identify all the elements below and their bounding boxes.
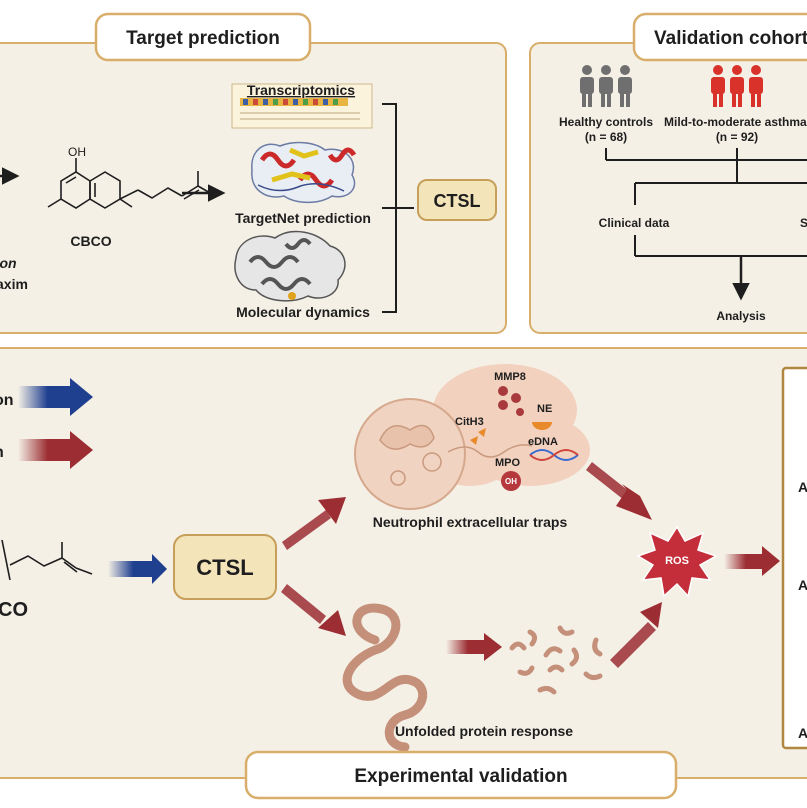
legend-item-1-partial: on <box>0 392 14 409</box>
mmp8-granules <box>498 386 524 416</box>
source-authority-partial: axim <box>0 276 28 292</box>
legend-item-2-partial: n <box>0 444 4 461</box>
panel-target-prediction: Target prediction ron axim OH CBCO <box>0 12 507 334</box>
method-transcriptomics: Transcriptomics <box>247 82 355 98</box>
cbco-structure <box>47 158 213 209</box>
net-to-ros-arrow <box>586 462 652 520</box>
ctsl-to-upr-arrow <box>281 584 346 636</box>
ctsl-label: CTSL <box>196 555 253 580</box>
target-prediction-title: Target prediction <box>126 28 280 49</box>
method-molecular-dynamics: Molecular dynamics <box>236 304 370 320</box>
mpo-label: MPO <box>495 457 521 469</box>
ros-burst <box>636 525 718 598</box>
target-prediction-title-box <box>94 12 312 62</box>
healthy-controls-n: (n = 68) <box>585 130 627 144</box>
legend-blue-arrow-body <box>18 386 72 408</box>
cbco-partial-label: CO <box>0 599 28 621</box>
ctsl-target-label: CTSL <box>434 191 481 211</box>
asthma-label: Mild-to-moderate asthma <box>664 115 807 129</box>
asthma-n: (n = 92) <box>716 130 758 144</box>
molecular-dynamics-image <box>234 230 346 302</box>
cith3-icon <box>470 428 486 445</box>
cbco-to-ctsl-arrow-body <box>108 561 154 577</box>
dna-helix-icon <box>529 449 579 461</box>
validation-cohort-title: Validation cohort <box>654 28 807 49</box>
effect-2-partial: A <box>798 577 807 593</box>
fragmented-protein-icon <box>509 625 603 695</box>
method-targetnet: TargetNet prediction <box>235 210 371 226</box>
healthy-controls-icon <box>580 65 632 107</box>
effects-box <box>781 366 807 750</box>
ne-label: NE <box>537 403 552 415</box>
mpo-oh-label: OH <box>505 477 517 486</box>
source-name-partial: ron <box>0 255 17 271</box>
healthy-controls-label: Healthy controls <box>559 115 653 129</box>
upr-arrow <box>446 633 502 661</box>
ctsl-to-net-arrow <box>282 497 346 550</box>
cith3-label: CitH3 <box>455 416 484 428</box>
ctsl-box <box>173 534 277 600</box>
analysis-label: Analysis <box>716 309 766 323</box>
edna-label: eDNA <box>528 436 558 448</box>
neutrophil-cell <box>354 398 533 510</box>
right-branch-partial: S <box>800 216 807 230</box>
cohort-flow-lines <box>605 148 807 257</box>
net-cloud <box>422 364 590 486</box>
panel-experimental-validation: on n CO CTSL <box>0 347 807 800</box>
protein-structure-image <box>251 141 357 204</box>
unfolded-protein-icon <box>342 603 428 752</box>
upr-to-ros-arrow <box>610 602 662 668</box>
effect-1-partial: A <box>798 479 807 495</box>
effect-3-partial: A <box>798 725 807 741</box>
panel-validation-cohort: Validation cohort Healthy controls (n = … <box>529 12 807 334</box>
mmp8-label: MMP8 <box>494 371 526 383</box>
upr-label: Unfolded protein response <box>395 723 573 739</box>
hydroxyl-label: OH <box>68 145 86 159</box>
experimental-validation-title: Experimental validation <box>354 766 567 787</box>
cbco-label: CBCO <box>70 233 111 249</box>
validation-cohort-frame <box>529 42 807 334</box>
ctsl-target-box <box>417 179 497 221</box>
mpo-icon <box>501 471 521 491</box>
asthma-patients-icon <box>711 65 763 107</box>
cbco-structure-partial <box>1 539 93 581</box>
experimental-validation-title-box <box>244 750 678 800</box>
ros-label: ROS <box>665 555 689 567</box>
cbco-to-ctsl-arrow-head <box>152 554 167 584</box>
validation-cohort-title-box <box>632 12 807 62</box>
ne-icon <box>532 422 552 430</box>
clinical-data-label: Clinical data <box>599 216 670 230</box>
legend-blue-arrow-head <box>70 378 93 416</box>
legend-red-arrow-body <box>18 439 72 461</box>
net-label: Neutrophil extracellular traps <box>373 514 568 530</box>
ros-to-effects-arrow <box>724 546 780 576</box>
legend-red-arrow-head <box>70 431 93 469</box>
transcriptomics-image <box>231 83 373 129</box>
methods-bracket <box>382 103 414 313</box>
